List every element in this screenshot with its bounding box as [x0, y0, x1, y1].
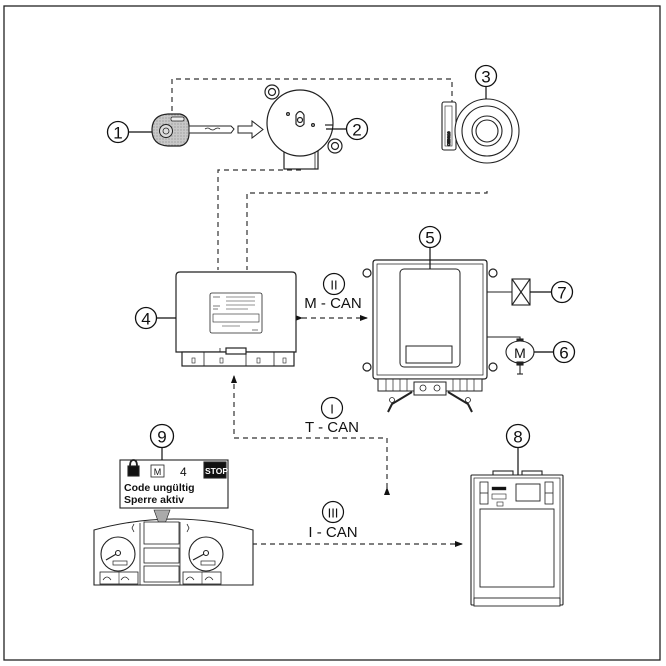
- bus-t-can: I T - CAN: [305, 396, 359, 436]
- transponder-link: [169, 78, 453, 132]
- bus-i-can-number: III: [328, 506, 339, 521]
- callout-9: 9: [149, 423, 175, 449]
- display-line-2: Sperre aktiv: [124, 494, 184, 506]
- key-reader-coil: CE9010: [441, 98, 520, 164]
- bus-i-can-label: I - CAN: [308, 524, 357, 541]
- bus-t-can-label: T - CAN: [305, 419, 359, 436]
- diagram-frame: [3, 5, 661, 661]
- reader-to-ecu-link: [246, 191, 488, 270]
- callout-1: 1: [106, 120, 130, 144]
- display-line-1: Code ungültig: [124, 482, 195, 494]
- engine-control-unit: [362, 259, 498, 413]
- callout-7-label: 7: [557, 284, 566, 303]
- bus-i-can: III I - CAN: [308, 500, 358, 541]
- display-stop-text: STOP: [205, 466, 228, 476]
- key: [151, 113, 235, 147]
- immobilizer-control-unit: [175, 271, 297, 367]
- dashed-connections: [169, 78, 488, 547]
- callout-6: 6: [552, 340, 576, 364]
- ignition-lock: [264, 84, 343, 170]
- bus-m-can-label: M - CAN: [304, 295, 362, 312]
- callout-3: 3: [474, 64, 498, 88]
- callout-8: 8: [505, 423, 531, 449]
- callout-8-label: 8: [513, 428, 522, 447]
- callout-3-label: 3: [481, 68, 490, 87]
- callout-7: 7: [550, 280, 574, 304]
- t-can-link: [231, 375, 390, 495]
- callout-2: 2: [345, 117, 369, 141]
- bus-t-can-number: I: [330, 402, 334, 417]
- display-gear-value: 4: [180, 465, 187, 479]
- motor-label: M: [514, 345, 526, 361]
- callout-6-label: 6: [559, 344, 568, 363]
- motor: [487, 336, 550, 375]
- svg-text:CE9010: CE9010: [446, 131, 451, 146]
- tachograph: [470, 470, 564, 607]
- callout-5-label: 5: [425, 229, 434, 248]
- ignition-to-ecu-link: [217, 169, 301, 270]
- callout-5: 5: [418, 225, 442, 249]
- leader-lines: [128, 86, 554, 475]
- callout-9-label: 9: [157, 428, 166, 447]
- callout-4-label: 4: [141, 310, 150, 329]
- display-gear-box: M: [154, 467, 162, 477]
- bus-m-can: II M - CAN: [304, 272, 362, 312]
- bus-m-can-number: II: [330, 278, 337, 293]
- callout-2-label: 2: [352, 121, 361, 140]
- callout-4: 4: [134, 306, 158, 330]
- callout-1-label: 1: [113, 124, 122, 143]
- insert-arrow-icon: [237, 119, 264, 140]
- instrument-cluster: [93, 459, 254, 586]
